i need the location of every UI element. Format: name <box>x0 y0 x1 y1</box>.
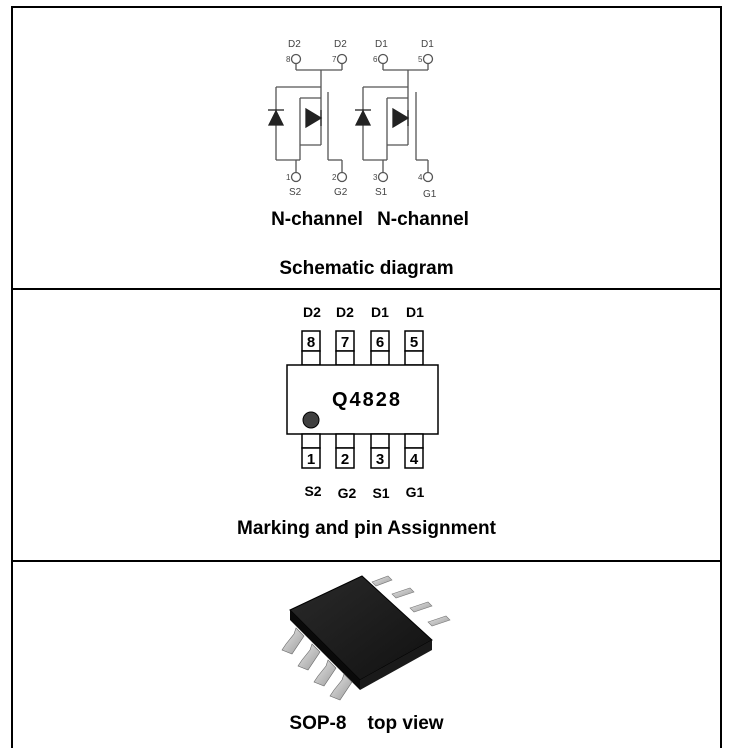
schematic-pin-number: 3 <box>373 173 378 182</box>
pin-box <box>335 447 355 469</box>
pin-lead <box>404 433 424 449</box>
top-pin-name: D1 <box>371 304 389 320</box>
schematic-label: D2 <box>288 39 301 50</box>
top-pin-number: 8 <box>307 334 315 351</box>
section-divider-2 <box>11 560 722 562</box>
top-pin-number: 7 <box>341 334 349 351</box>
pin-pad <box>336 171 348 183</box>
pin-lead <box>404 350 424 366</box>
bottom-pin-name: S2 <box>304 483 321 499</box>
bottom-pin-number: 4 <box>410 451 419 468</box>
pin-pad <box>290 53 302 65</box>
pin-pad <box>377 53 389 65</box>
schematic-pin-number: 7 <box>332 55 337 64</box>
schematic-pin-number: 5 <box>418 55 423 64</box>
pin-pad <box>422 171 434 183</box>
marking-caption: Marking and pin Assignment <box>237 518 496 539</box>
pin-assignment-diagram: D2 D2 D1 D1 8 7 6 5 1 2 3 4 Q4828 S2 G2 <box>286 304 439 501</box>
package-caption: SOP-8 top view <box>289 713 444 734</box>
pin-pad <box>422 53 434 65</box>
diagram-frame <box>11 6 722 748</box>
pin-box <box>404 447 424 469</box>
bottom-pin-name: G2 <box>338 485 357 501</box>
pin-lead <box>370 433 390 449</box>
schematic-pin-number: 8 <box>286 55 291 64</box>
bottom-pin-name: S1 <box>372 485 389 501</box>
pin1-marker-dot <box>302 411 320 429</box>
bottom-pin-number: 2 <box>341 451 349 468</box>
sop8-package-image <box>281 575 451 701</box>
channel-label-left: N-channel <box>271 209 363 230</box>
schematic-label: G1 <box>423 189 437 200</box>
body-diode-right <box>354 107 410 129</box>
schematic-diagram: D2 D2 8 7 1 2 S2 G2 D1 D1 6 5 3 4 S1 G1 … <box>267 39 469 230</box>
schematic-pin-number: 4 <box>418 173 423 182</box>
top-pin-name: D2 <box>336 304 354 320</box>
part-marking: Q4828 <box>332 389 402 411</box>
top-pin-name: D1 <box>406 304 424 320</box>
mosfet-left <box>275 53 348 183</box>
mosfet-right <box>362 53 434 183</box>
channel-label-right: N-channel <box>377 209 469 230</box>
pin-pad <box>377 171 389 183</box>
pin-lead <box>301 433 321 449</box>
pin-pad <box>290 171 302 183</box>
pin-lead <box>370 350 390 366</box>
body-diode-left <box>267 107 323 129</box>
pin-lead <box>301 350 321 366</box>
pin-lead <box>335 350 355 366</box>
schematic-pin-number: 2 <box>332 173 337 182</box>
top-pin-number: 5 <box>410 334 418 351</box>
top-pin-name: D2 <box>303 304 321 320</box>
schematic-pin-number: 1 <box>286 173 291 182</box>
schematic-caption: Schematic diagram <box>279 258 454 279</box>
schematic-label: S1 <box>375 187 388 198</box>
bottom-pin-number: 1 <box>307 451 315 468</box>
pin-lead <box>335 433 355 449</box>
bottom-pin-name: G1 <box>406 484 425 500</box>
pin-box <box>370 447 390 469</box>
top-pin-number: 6 <box>376 334 384 351</box>
section-divider-1 <box>11 288 722 290</box>
schematic-pin-number: 6 <box>373 55 378 64</box>
schematic-label: D1 <box>421 39 434 50</box>
pin-pad <box>336 53 348 65</box>
bottom-pin-number: 3 <box>376 451 384 468</box>
pin-box <box>301 447 321 469</box>
schematic-label: G2 <box>334 187 348 198</box>
schematic-label: D2 <box>334 39 347 50</box>
schematic-label: D1 <box>375 39 388 50</box>
schematic-label: S2 <box>289 187 302 198</box>
